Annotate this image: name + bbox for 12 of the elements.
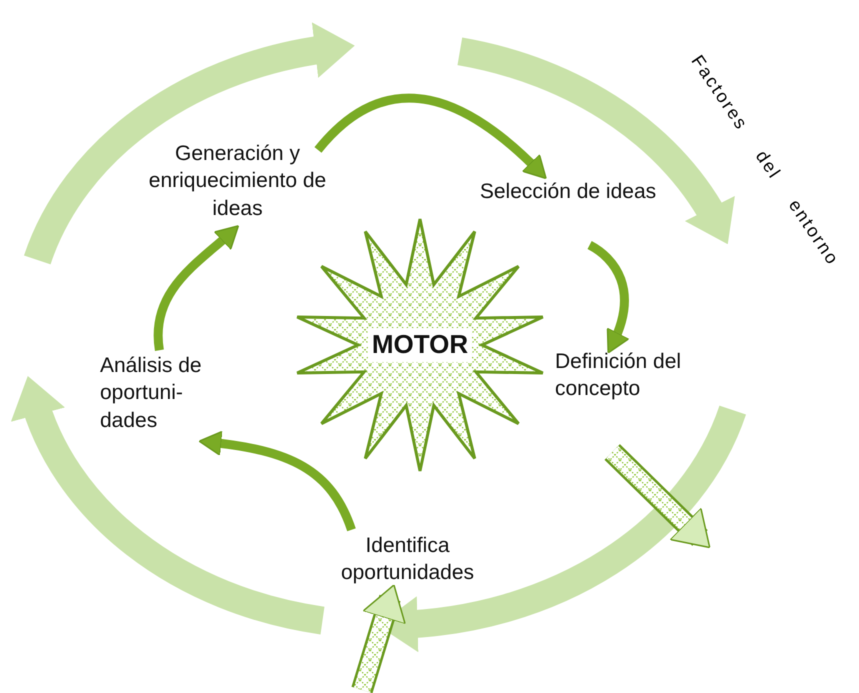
curved-arrow	[587, 241, 630, 354]
curved-arrow	[198, 430, 356, 532]
stage-label: Análisis de oportuni- dades	[100, 352, 235, 442]
curved-arrow	[154, 225, 240, 351]
stage-label: Identifica oportunidades	[320, 532, 495, 587]
block-arrow	[604, 444, 710, 548]
stage-label: Definición del concepto	[555, 348, 685, 448]
motor-label: MOTOR	[368, 328, 472, 362]
stage-label: Selección de ideas	[478, 178, 658, 243]
curved-arrow	[314, 94, 547, 180]
block-arrow	[351, 584, 406, 693]
stage-label: Generación y enriquecimiento de ideas	[145, 140, 330, 230]
